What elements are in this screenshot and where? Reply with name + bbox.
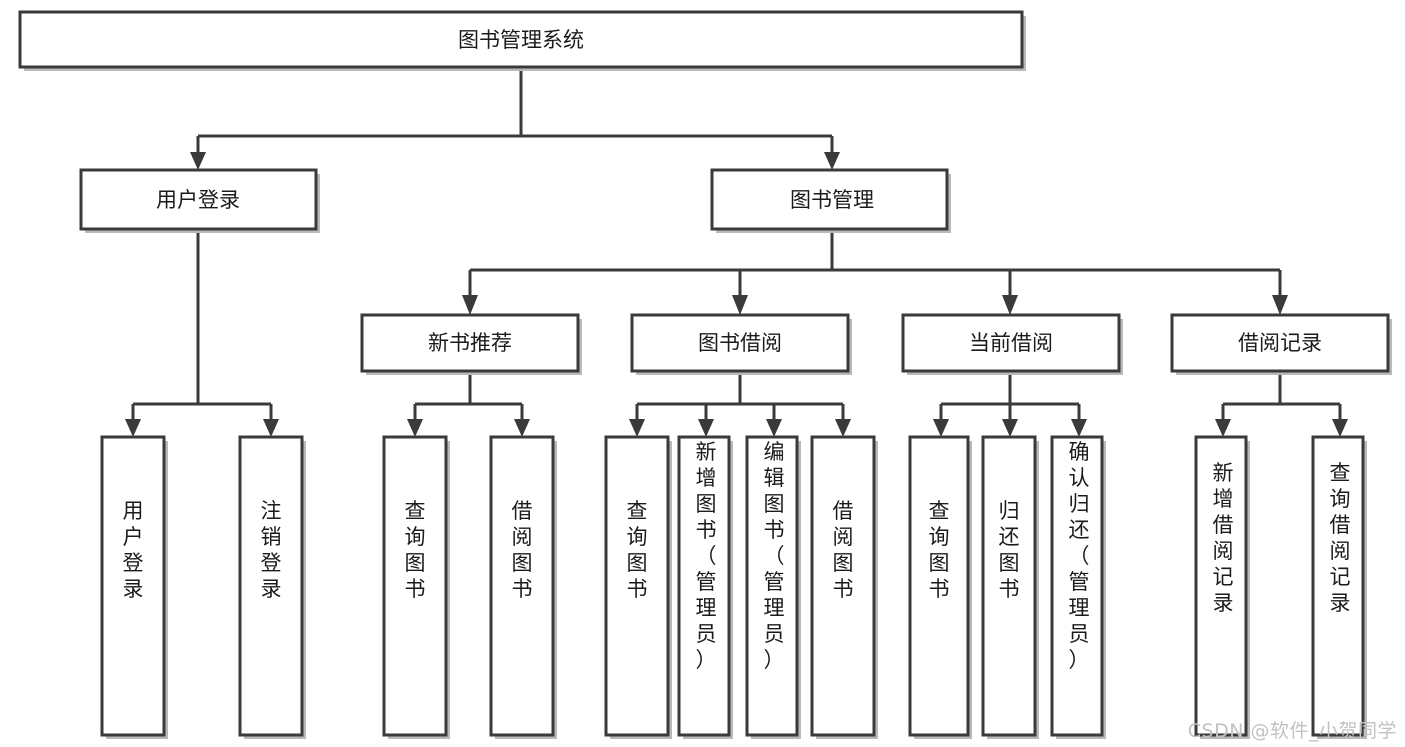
arrow-leaf-edit-book [766, 419, 782, 437]
arrow-leaf-user-logout [263, 419, 279, 437]
node-root-box [18, 10, 1024, 69]
node-book-borrow[interactable]: 图书借阅 [630, 313, 852, 375]
node-new-book-recommend-box [360, 313, 580, 373]
connector-layer [125, 67, 1348, 437]
leaf-user-logout-label: 注销登录 [261, 499, 282, 601]
node-book-management-label: 图书管理 [790, 188, 874, 212]
leaf-query-book-2-label: 查询图书 [627, 499, 648, 601]
arrow-current-borrow [1002, 295, 1018, 315]
arrow-leaf-user-login [125, 419, 141, 437]
arrow-leaf-query-record [1332, 419, 1348, 437]
csdn-watermark: CSDN @软件_小贺同学 [1187, 720, 1397, 742]
node-current-borrow-label: 当前借阅 [969, 331, 1053, 355]
node-root[interactable]: 图书管理系统 [18, 10, 1026, 71]
arrow-leaf-borrow-book-2 [835, 419, 851, 437]
arrow-leaf-query-book-3 [933, 419, 949, 437]
node-new-book-recommend[interactable]: 新书推荐 [360, 313, 582, 375]
arrow-leaf-confirm-return [1071, 419, 1087, 437]
leaf-user-logout-box [238, 435, 304, 737]
leaf-user-login[interactable]: 用户登录 [100, 435, 168, 739]
leaf-return-book[interactable]: 归还图书 [981, 435, 1039, 739]
leaf-edit-book[interactable]: 编辑图书（管理员） [745, 435, 801, 739]
node-borrow-record-box [1170, 313, 1390, 373]
leaf-query-record[interactable]: 查询借阅记录 [1311, 435, 1367, 739]
leaf-borrow-book-2-label: 借阅图书 [833, 499, 854, 601]
arrow-book-management [824, 152, 840, 170]
leaf-add-book[interactable]: 新增图书（管理员） [677, 435, 733, 739]
node-borrow-record-label: 借阅记录 [1238, 331, 1322, 355]
arrow-user-login [190, 152, 206, 170]
arrow-leaf-add-record [1215, 419, 1231, 437]
arrow-leaf-query-book-2 [629, 419, 645, 437]
leaf-confirm-return[interactable]: 确认归还（管理员） [1050, 435, 1106, 739]
arrow-new-book-recommend [462, 295, 478, 315]
node-root-label: 图书管理系统 [458, 28, 584, 52]
node-user-login-label: 用户登录 [156, 188, 240, 212]
leaf-query-book-2[interactable]: 查询图书 [604, 435, 672, 739]
leaf-borrow-book-1-label: 借阅图书 [512, 499, 533, 601]
leaf-confirm-return-box [1050, 435, 1104, 737]
leaf-add-book-box [677, 435, 731, 737]
arrow-leaf-return-book [1002, 419, 1018, 437]
leaf-user-logout[interactable]: 注销登录 [238, 435, 306, 739]
arrow-borrow-record [1272, 295, 1288, 315]
leaf-return-book-box [981, 435, 1037, 737]
leaf-borrow-book-2[interactable]: 借阅图书 [810, 435, 878, 739]
leaf-query-record-label: 查询借阅记录 [1330, 461, 1351, 615]
leaf-confirm-return-label: 确认归还（管理员） [1069, 440, 1090, 672]
node-user-login[interactable]: 用户登录 [79, 168, 320, 233]
node-new-book-recommend-label: 新书推荐 [428, 331, 512, 355]
leaf-query-book-3[interactable]: 查询图书 [908, 435, 972, 739]
leaf-query-record-box [1311, 435, 1365, 737]
leaf-borrow-book-1-box [489, 435, 555, 737]
leaf-query-book-1-label: 查询图书 [405, 499, 426, 601]
node-book-borrow-label: 图书借阅 [698, 331, 782, 355]
arrow-book-borrow [732, 295, 748, 315]
node-book-management[interactable]: 图书管理 [710, 168, 951, 233]
node-user-login-box [79, 168, 318, 231]
node-book-management-box [710, 168, 949, 231]
leaf-edit-book-box [745, 435, 799, 737]
node-borrow-record[interactable]: 借阅记录 [1170, 313, 1392, 375]
arrow-leaf-query-book-1 [407, 419, 423, 437]
leaf-add-record-label: 新增借阅记录 [1213, 461, 1234, 615]
arrow-leaf-borrow-book-1 [514, 419, 530, 437]
leaf-query-book-1[interactable]: 查询图书 [382, 435, 450, 739]
node-current-borrow-box [901, 313, 1121, 373]
leaf-query-book-1-box [382, 435, 448, 737]
leaf-return-book-label: 归还图书 [999, 499, 1020, 601]
leaf-query-book-3-box [908, 435, 970, 737]
leaf-edit-book-label: 编辑图书（管理员） [764, 440, 785, 672]
leaf-add-book-label: 新增图书（管理员） [696, 440, 717, 672]
leaf-user-login-label: 用户登录 [123, 499, 144, 601]
node-book-borrow-box [630, 313, 850, 373]
leaf-borrow-book-1[interactable]: 借阅图书 [489, 435, 557, 739]
leaf-query-book-3-label: 查询图书 [929, 499, 950, 601]
node-current-borrow[interactable]: 当前借阅 [901, 313, 1123, 375]
arrow-leaf-add-book [698, 419, 714, 437]
leaf-borrow-book-2-box [810, 435, 876, 737]
leaf-query-book-2-box [604, 435, 670, 737]
leaf-user-login-box [100, 435, 166, 737]
leaf-add-record-box [1194, 435, 1248, 737]
leaf-add-record[interactable]: 新增借阅记录 [1194, 435, 1250, 739]
